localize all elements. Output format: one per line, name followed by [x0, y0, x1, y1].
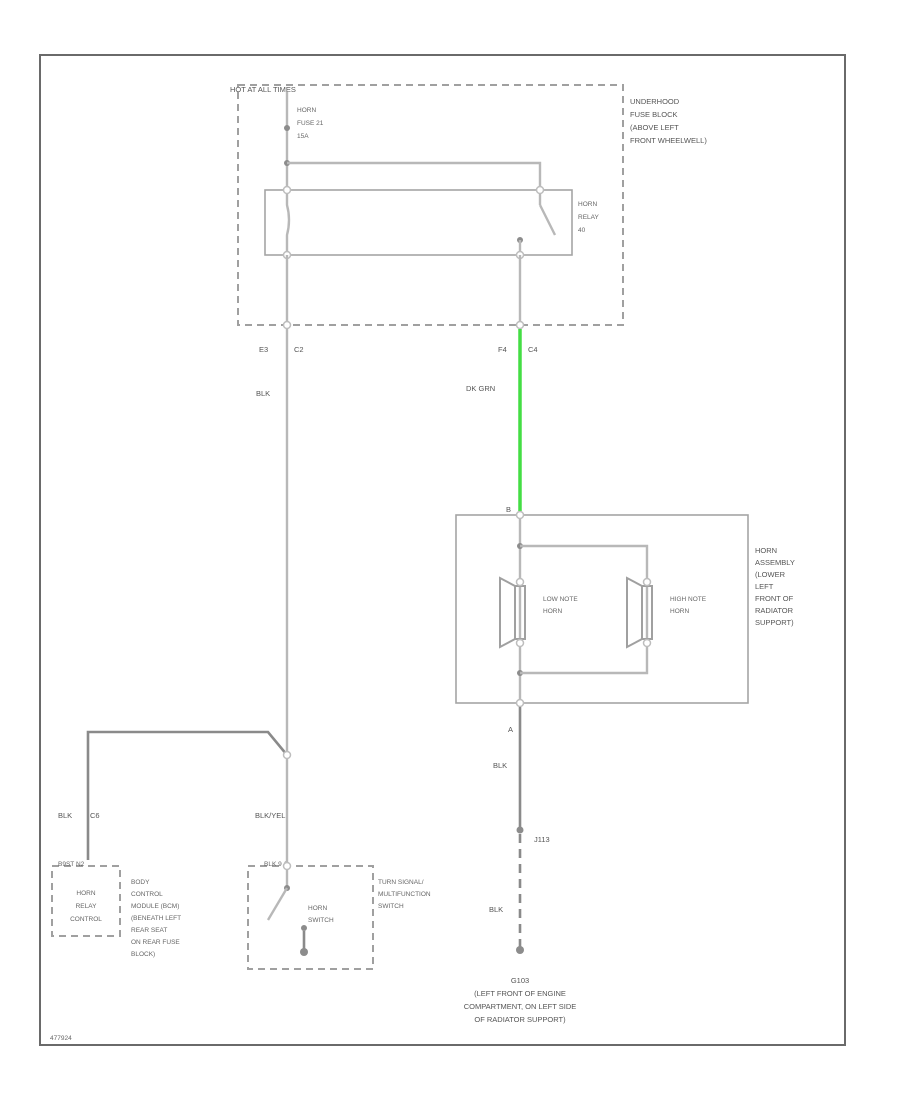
fuse-block-outline [237, 84, 624, 326]
left-wire-color-label: BLK [256, 389, 270, 398]
high-note-horn-wire [520, 544, 649, 675]
relay-label-line-1: HORN [578, 201, 597, 208]
horn-switch-box-line-1: HORN [308, 905, 327, 912]
ground-id-label: G103 [511, 976, 529, 985]
high-note-horn-top-pin [642, 577, 652, 587]
turn-signal-multifunction-switch: BLK 9 A HORN SWITCH TURN SIGNAL/ MULTIFU… [247, 861, 431, 970]
high-note-label-line-2: HORN [670, 608, 689, 615]
ground-location-line-1: (LEFT FRONT OF ENGINE [474, 989, 566, 998]
horn-assembly-label-line-6: RADIATOR [755, 606, 794, 615]
horn-switch-ground-point [300, 948, 308, 956]
fuse-label-line-3: 15A [297, 133, 309, 140]
fuse-block-label-line-2: FUSE BLOCK [630, 110, 678, 119]
diagram-frame [39, 54, 846, 1046]
horn-assembly-label-line-2: ASSEMBLY [755, 558, 795, 567]
fuse-top-dot [284, 125, 290, 131]
horn-switch-top-pin [282, 861, 292, 871]
connector-f4-pin [515, 320, 525, 330]
splice-j113-label: J113 [534, 835, 550, 844]
low-note-horn-top-pin [515, 577, 525, 587]
horn-assembly-label-line-1: HORN [755, 546, 777, 555]
bcm-box-line-3: CONTROL [70, 916, 102, 923]
fuse-block-label-line-4: FRONT WHEELWELL) [630, 136, 707, 145]
horn-assembly-label-line-4: LEFT [755, 582, 774, 591]
horn-switch-arm [266, 887, 289, 921]
relay-coil [285, 194, 291, 255]
horn-pin-b [515, 510, 525, 520]
relay-switch-feed-wire [287, 161, 542, 190]
horn-switch-desc-line-1: TURN SIGNAL/ [378, 879, 424, 886]
low-note-label-line-1: LOW NOTE [543, 596, 578, 603]
horn-assembly: B LOW NOTE HORN HIGH NOTE HORN HORN ASSE… [455, 505, 795, 708]
bcm-desc-line-4: (BENEATH LEFT [131, 915, 181, 922]
fuse-label-line-2: FUSE 21 [297, 120, 324, 127]
bcm-desc-line-3: MODULE (BCM) [131, 903, 179, 910]
horn-switch-desc-line-2: MULTIFUNCTION [378, 891, 431, 898]
ground-location-line-3: OF RADIATOR SUPPORT) [474, 1015, 566, 1024]
horn-pin-b-label: B [506, 505, 511, 514]
right-wire-color-label: DK GRN [466, 384, 495, 393]
high-note-label-line-1: HIGH NOTE [670, 596, 707, 603]
low-note-horn-bottom-pin [515, 638, 525, 648]
relay-switch-arm [538, 204, 557, 236]
connector-c4-label: C4 [528, 345, 538, 354]
horn-switch-desc-line-3: SWITCH [378, 903, 404, 910]
connector-f4-label: F4 [498, 345, 507, 354]
underhood-fuse-block: HOT AT ALL TIMES UNDERHOOD FUSE BLOCK (A… [230, 84, 707, 330]
bcm-wire-pin-label: C6 [90, 811, 100, 820]
body-control-module: B9ST N2 HORN RELAY CONTROL BODY CONTROL … [51, 861, 181, 958]
relay-label-line-2: RELAY [578, 214, 599, 221]
low-note-label-line-2: HORN [543, 608, 562, 615]
low-note-horn-icon [499, 576, 526, 649]
relay-coil-top-pin [282, 185, 292, 195]
hot-at-all-times-label: HOT AT ALL TIMES [230, 85, 296, 94]
figure-id-label: 477924 [50, 1035, 72, 1042]
relay-switch-top-pin [535, 185, 545, 195]
relay-label-line-3: 40 [578, 227, 586, 234]
high-note-horn-icon [626, 576, 653, 649]
fuse-label-line-1: HORN [297, 107, 316, 114]
connector-e3-label: E3 [259, 345, 268, 354]
fuse-block-label-line-1: UNDERHOOD [630, 97, 680, 106]
horn-assembly-label-line-3: (LOWER [755, 570, 786, 579]
bcm-desc-line-7: BLOCK) [131, 951, 155, 958]
bcm-desc-line-6: ON REAR FUSE [131, 939, 180, 946]
connector-c2-label: C2 [294, 345, 304, 354]
horn-assembly-label-line-7: SUPPORT) [755, 618, 794, 627]
high-note-horn-bottom-pin [642, 638, 652, 648]
horn-switch-box-line-2: SWITCH [308, 917, 334, 924]
ground-wire-color-label: BLK [489, 905, 503, 914]
horn-assembly-box [455, 514, 749, 704]
bcm-desc-line-1: BODY [131, 879, 150, 886]
horn-ground-wire-color-label: BLK [493, 761, 507, 770]
switch-wire-color-label: BLK/YEL [255, 811, 285, 820]
ground-point [516, 946, 524, 954]
horn-switch-outline [247, 865, 374, 970]
horn-switch-pin-label: BLK 9 A [264, 861, 288, 868]
horn-pin-a-label: A [508, 725, 513, 734]
ground-location-line-2: COMPARTMENT, ON LEFT SIDE [464, 1002, 577, 1011]
bcm-pin-label: B9ST N2 [58, 861, 85, 868]
horn-pin-a [515, 698, 525, 708]
fuse-block-label-line-3: (ABOVE LEFT [630, 123, 679, 132]
splice-j113-dot [516, 826, 524, 834]
bcm-box-line-2: RELAY [76, 903, 97, 910]
bcm-box-line-1: HORN [76, 890, 95, 897]
bcm-desc-line-5: REAR SEAT [131, 927, 167, 934]
bcm-outline [51, 865, 121, 937]
horn-assembly-label-line-5: FRONT OF [755, 594, 794, 603]
bcm-horn-relay-control-wire [86, 730, 289, 860]
horn-switch-contact [301, 925, 307, 931]
connector-e3-pin [282, 320, 292, 330]
left-wire-splice-pin [282, 750, 292, 760]
bcm-wire-color-label: BLK [58, 811, 72, 820]
horn-relay-box [264, 189, 573, 256]
bcm-desc-line-2: CONTROL [131, 891, 163, 898]
